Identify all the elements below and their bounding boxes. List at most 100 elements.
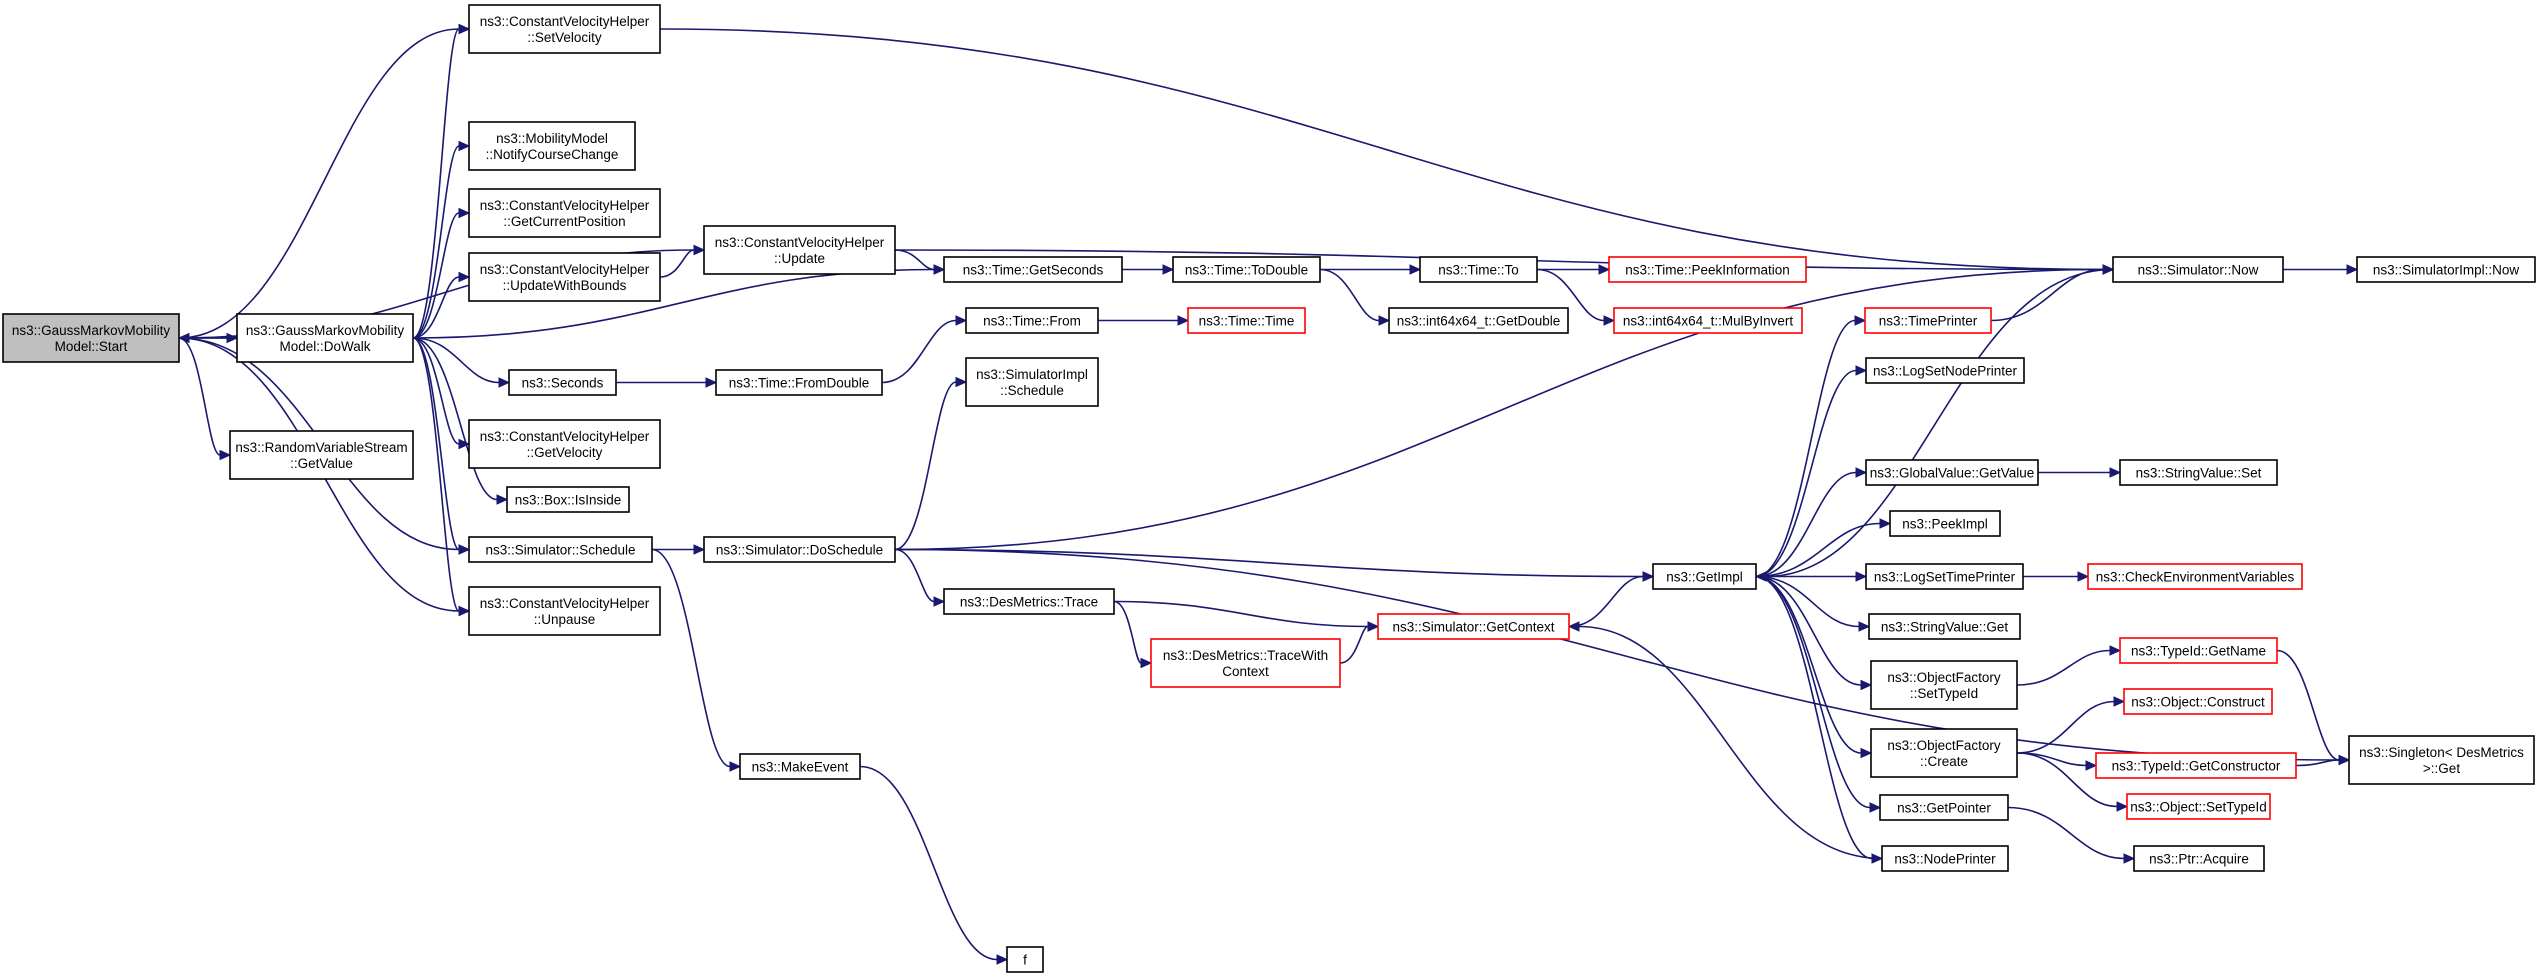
node-box	[1868, 613, 2021, 640]
node-label: ::GetCurrentPosition	[503, 214, 625, 229]
node-checkenv[interactable]: ns3::CheckEnvironmentVariables	[2087, 563, 2303, 590]
node-ptracquire[interactable]: ns3::Ptr::Acquire	[2133, 845, 2265, 872]
node-box	[1865, 563, 2024, 590]
node-box	[468, 188, 661, 238]
node-label: ::SetVelocity	[527, 30, 602, 45]
node-getdouble[interactable]: ns3::int64x64_t::GetDouble	[1388, 307, 1569, 334]
node-label: ns3::Time::GetSeconds	[963, 263, 1104, 278]
edge-todouble-to-timeto	[1319, 264, 1422, 275]
node-f[interactable]: f	[1006, 946, 1044, 973]
node-box	[1865, 459, 2039, 486]
edge-makeevent-to-f	[859, 765, 1009, 965]
node-box	[1870, 728, 2018, 778]
node-label: ns3::Object::Construct	[2131, 695, 2265, 710]
node-peekinfo[interactable]: ns3::Time::PeekInformation	[1608, 256, 1807, 283]
node-box	[468, 419, 661, 469]
node-label: ::Schedule	[1000, 383, 1064, 398]
node-box	[943, 256, 1123, 283]
node-logtimeprinter[interactable]: ns3::LogSetTimePrinter	[1865, 563, 2024, 590]
node-box	[943, 588, 1115, 615]
node-label: ns3::DesMetrics::TraceWith	[1163, 648, 1328, 663]
node-implnow[interactable]: ns3::SimulatorImpl::Now	[2356, 256, 2536, 283]
node-now[interactable]: ns3::Simulator::Now	[2112, 256, 2284, 283]
edge-updbounds-to-update	[659, 244, 706, 278]
node-mulbyinv[interactable]: ns3::int64x64_t::MulByInvert	[1613, 307, 1803, 334]
node-rvs[interactable]: ns3::RandomVariableStream::GetValue	[229, 430, 414, 480]
node-getseconds[interactable]: ns3::Time::GetSeconds	[943, 256, 1123, 283]
node-objsettypeid[interactable]: ns3::Object::SetTypeId	[2126, 793, 2271, 820]
node-getvel[interactable]: ns3::ConstantVelocityHelper::GetVelocity	[468, 419, 661, 469]
node-getcontext[interactable]: ns3::Simulator::GetContext	[1377, 613, 1570, 640]
node-label: ::SetTypeId	[1910, 686, 1978, 701]
node-ofsettypeid[interactable]: ns3::ObjectFactory::SetTypeId	[1870, 660, 2018, 710]
node-label: ns3::ConstantVelocityHelper	[480, 596, 650, 611]
node-box	[1419, 256, 1538, 283]
node-simimplsched[interactable]: ns3::SimulatorImpl::Schedule	[965, 357, 1099, 407]
node-fromdouble[interactable]: ns3::Time::FromDouble	[715, 369, 883, 396]
node-box	[1388, 307, 1569, 334]
node-svget[interactable]: ns3::StringValue::Get	[1868, 613, 2021, 640]
node-label: ::UpdateWithBounds	[503, 278, 627, 293]
node-ofcreate[interactable]: ns3::ObjectFactory::Create	[1870, 728, 2018, 778]
edge-ofsettypeid-to-tidgetname	[2016, 645, 2122, 686]
edge-dowalk-to-setvel	[412, 23, 471, 339]
node-label: ns3::Time::ToDouble	[1185, 263, 1308, 278]
node-getpointer[interactable]: ns3::GetPointer	[1879, 794, 2009, 821]
node-svset[interactable]: ns3::StringValue::Set	[2119, 459, 2278, 486]
edge-dowalk-to-unpause	[412, 337, 471, 617]
edge-timefrom-to-timetime	[1098, 315, 1190, 326]
node-label: ns3::ObjectFactory	[1887, 670, 2001, 685]
node-schedule[interactable]: ns3::Simulator::Schedule	[468, 536, 653, 563]
node-singleton[interactable]: ns3::Singleton< DesMetrics >::Get	[2348, 735, 2535, 785]
node-timeto[interactable]: ns3::Time::To	[1419, 256, 1538, 283]
edge-getimpl-to-getpointer	[1755, 575, 1882, 813]
node-objconstruct[interactable]: ns3::Object::Construct	[2123, 688, 2273, 715]
node-updbounds[interactable]: ns3::ConstantVelocityHelper::UpdateWithB…	[468, 252, 661, 302]
node-tidgetctor[interactable]: ns3::TypeId::GetConstructor	[2095, 752, 2297, 779]
node-box	[2123, 688, 2273, 715]
edge-tidgetctor-to-singleton	[2295, 754, 2351, 767]
node-nodeprinter[interactable]: ns3::NodePrinter	[1881, 845, 2009, 872]
edge-getimpl-to-gvgetvalue	[1755, 467, 1868, 578]
node-destrace[interactable]: ns3::DesMetrics::Trace	[943, 588, 1115, 615]
edge-doschedule-to-simimplsched	[894, 376, 968, 551]
node-box	[1006, 946, 1044, 973]
node-label: ns3::Box::IsInside	[515, 493, 622, 508]
node-notify[interactable]: ns3::MobilityModel::NotifyCourseChange	[468, 121, 636, 171]
node-peekimpl[interactable]: ns3::PeekImpl	[1889, 510, 2001, 537]
node-timetime[interactable]: ns3::Time::Time	[1187, 307, 1306, 334]
edge-destracectx-to-getcontext	[1339, 621, 1380, 664]
node-makeevent[interactable]: ns3::MakeEvent	[739, 753, 861, 780]
node-unpause[interactable]: ns3::ConstantVelocityHelper::Unpause	[468, 586, 661, 636]
node-tidgetname[interactable]: ns3::TypeId::GetName	[2119, 637, 2278, 664]
node-isinside[interactable]: ns3::Box::IsInside	[506, 486, 630, 513]
node-lognodeprinter[interactable]: ns3::LogSetNodePrinter	[1865, 357, 2025, 384]
node-todouble[interactable]: ns3::Time::ToDouble	[1172, 256, 1321, 283]
edge-start-to-setvel	[178, 23, 471, 339]
node-getimpl[interactable]: ns3::GetImpl	[1652, 563, 1757, 590]
node-setvel[interactable]: ns3::ConstantVelocityHelper::SetVelocity	[468, 4, 661, 54]
edge-dowalk-to-getvel	[412, 337, 471, 450]
node-seconds[interactable]: ns3::Seconds	[508, 369, 617, 396]
node-box	[506, 486, 630, 513]
node-update[interactable]: ns3::ConstantVelocityHelper::Update	[703, 225, 896, 275]
node-doschedule[interactable]: ns3::Simulator::DoSchedule	[703, 536, 896, 563]
node-timefrom[interactable]: ns3::Time::From	[965, 307, 1099, 334]
node-label: ns3::GlobalValue::GetValue	[1870, 466, 2035, 481]
node-label: ns3::Simulator::DoSchedule	[716, 543, 883, 558]
node-box	[1613, 307, 1803, 334]
node-label: ns3::Time::Time	[1199, 314, 1295, 329]
node-label: ns3::ConstantVelocityHelper	[715, 235, 885, 250]
node-box	[1864, 307, 1992, 334]
node-getcur[interactable]: ns3::ConstantVelocityHelper::GetCurrentP…	[468, 188, 661, 238]
node-box	[2356, 256, 2536, 283]
node-label: ns3::ConstantVelocityHelper	[480, 262, 650, 277]
node-label: ns3::GaussMarkovMobility	[246, 323, 405, 338]
node-timeprinter[interactable]: ns3::TimePrinter	[1864, 307, 1992, 334]
node-gvgetvalue[interactable]: ns3::GlobalValue::GetValue	[1865, 459, 2039, 486]
node-box	[703, 225, 896, 275]
node-box	[2087, 563, 2303, 590]
